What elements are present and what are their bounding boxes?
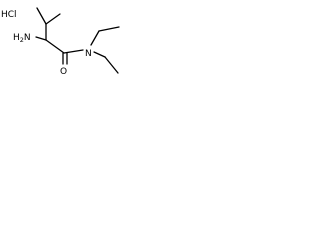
bond-amine-alpha [35, 36, 47, 41]
bond-ethyl-2-methyl [104, 56, 119, 74]
bond-carbonyl-nitrogen [63, 49, 84, 54]
chemical-structure: HCl H2N O N [1, 7, 120, 77]
carbonyl-oxygen-label: O [60, 67, 67, 77]
hcl-label: HCl [1, 10, 17, 20]
amine-hydrogen: H [13, 33, 20, 43]
bond-ethyl-1-methyl [98, 26, 120, 32]
bond-alpha-carbonyl [45, 39, 65, 54]
amine-nitrogen: N [24, 33, 31, 43]
bond-nitrogen-ethyl-2 [93, 51, 106, 58]
bond-isopropyl-methyl-1 [36, 7, 47, 25]
amine-subscript: 2 [20, 36, 24, 44]
bond-nitrogen-ethyl-1 [90, 30, 100, 46]
amine-label: H2N [13, 33, 31, 44]
bond-isopropyl-methyl-2 [45, 13, 61, 25]
amide-nitrogen-label: N [85, 49, 92, 59]
